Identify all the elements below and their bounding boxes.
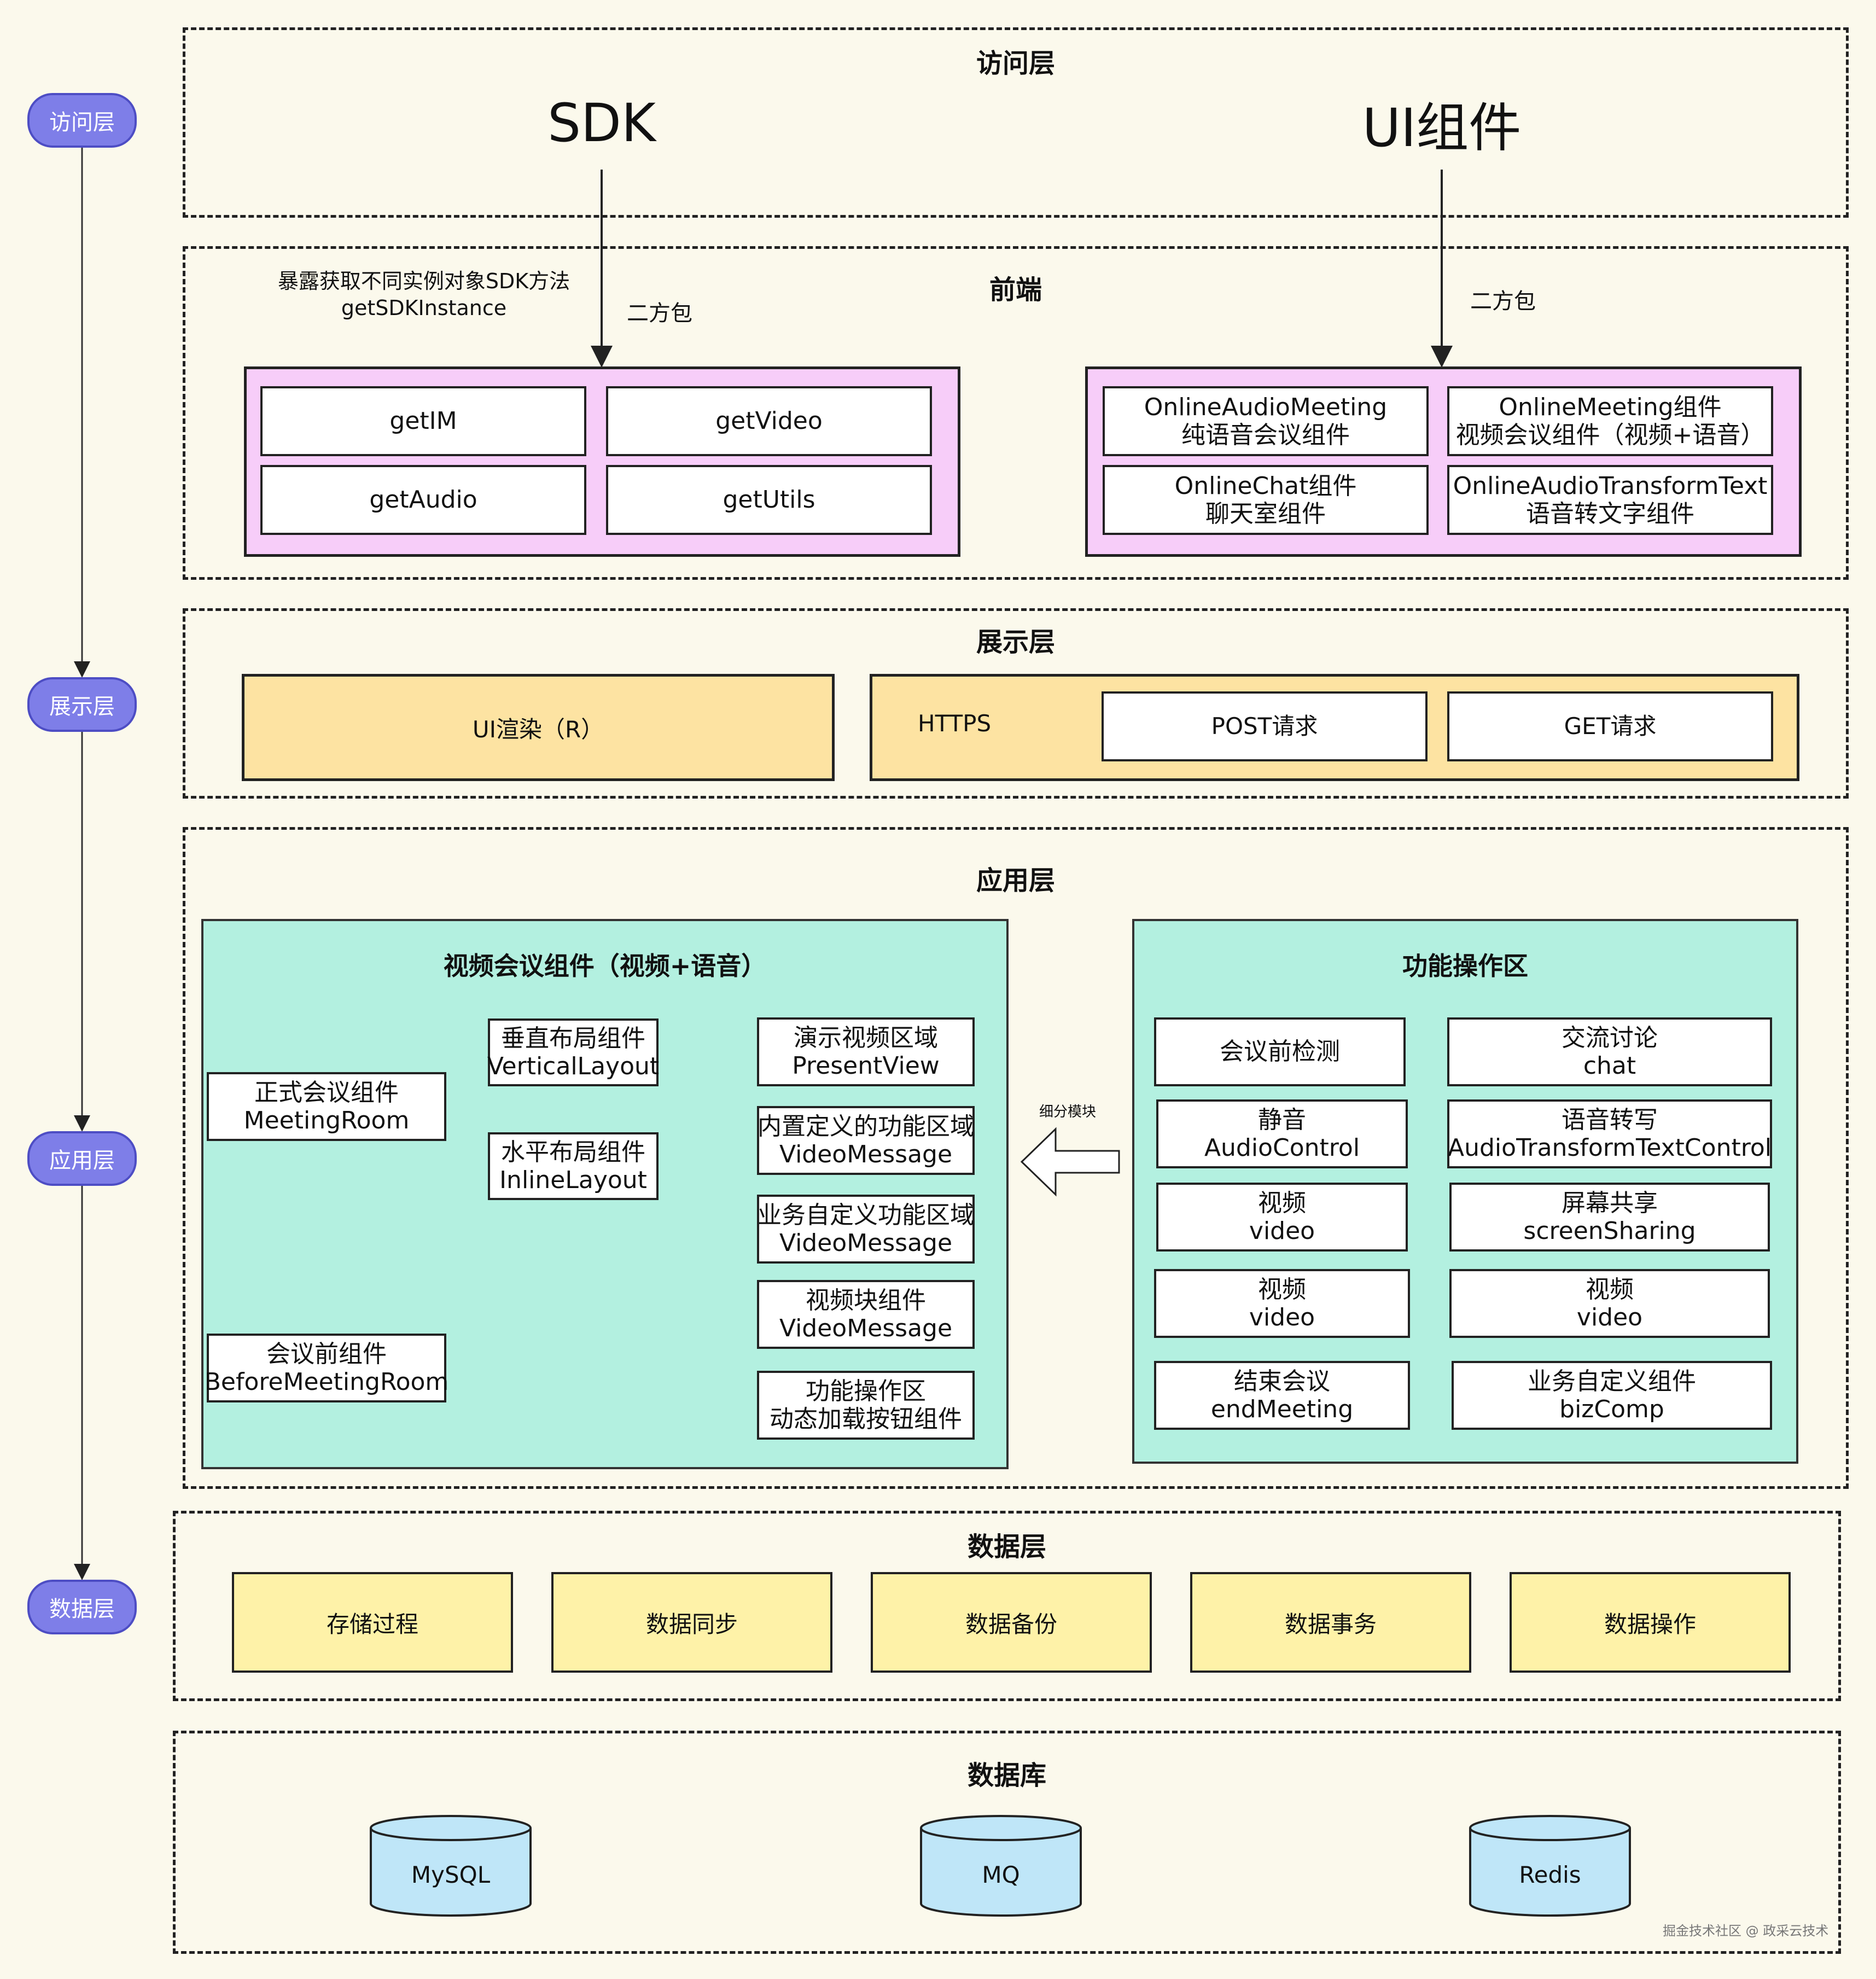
access-layer-region xyxy=(183,27,1849,218)
method-get-video: getVideo xyxy=(606,386,932,456)
sdk-note-line2: getSDKInstance xyxy=(341,296,507,321)
package-label-left: 二方包 xyxy=(627,301,692,326)
op-pre-meeting-check: 会议前检测 xyxy=(1154,1017,1406,1086)
package-label-right: 二方包 xyxy=(1470,289,1536,314)
presentation-layer-title: 展示层 xyxy=(976,627,1055,657)
ui-components-label: UI组件 xyxy=(1362,97,1522,159)
db-redis-label: Redis xyxy=(1519,1861,1581,1888)
sdk-label: SDK xyxy=(547,92,656,154)
redis-cylinder-icon xyxy=(1469,1815,1631,1917)
data-item-transaction: 数据事务 xyxy=(1190,1572,1471,1673)
watermark: 掘金技术社区 @ 政采云技术 xyxy=(1663,1923,1829,1939)
data-item-operation: 数据操作 xyxy=(1510,1572,1791,1673)
db-mq-label: MQ xyxy=(982,1861,1020,1888)
application-layer-region xyxy=(183,827,1849,1489)
get-request-box: GET请求 xyxy=(1447,691,1773,761)
method-get-im: getIM xyxy=(260,386,586,456)
db-mysql-label: MySQL xyxy=(411,1861,491,1888)
video-meeting-panel-title: 视频会议组件（视频+语音） xyxy=(443,951,767,981)
database-title: 数据库 xyxy=(967,1760,1046,1791)
data-item-sync: 数据同步 xyxy=(551,1572,832,1673)
subdivide-arrow xyxy=(1020,1127,1120,1197)
sdk-note-line1: 暴露获取不同实例对象SDK方法 xyxy=(277,269,570,293)
function-ops-panel-title: 功能操作区 xyxy=(1402,951,1528,981)
method-get-utils: getUtils xyxy=(606,465,932,535)
data-layer-region xyxy=(173,1511,1841,1701)
application-layer-title: 应用层 xyxy=(976,865,1055,896)
post-request-box: POST请求 xyxy=(1102,691,1428,761)
data-layer-title: 数据层 xyxy=(967,1532,1046,1562)
rail-pill-application: 应用层 xyxy=(27,1131,137,1186)
rail-pill-data: 数据层 xyxy=(27,1580,137,1634)
data-item-backup: 数据备份 xyxy=(871,1572,1152,1673)
ui-comp-online-chat: OnlineChat组件聊天室组件 xyxy=(1103,465,1429,535)
region-dynamic-buttons: 功能操作区动态加载按钮组件 xyxy=(757,1371,975,1440)
data-item-stored-procedure: 存储过程 xyxy=(232,1572,513,1673)
access-layer-title: 访问层 xyxy=(976,48,1055,79)
frontend-region xyxy=(183,246,1849,580)
subdivide-label: 细分模块 xyxy=(1039,1104,1097,1120)
presentation-layer-region xyxy=(183,608,1849,799)
rail-pill-presentation: 展示层 xyxy=(27,677,137,732)
mq-cylinder-icon xyxy=(920,1815,1082,1917)
method-get-audio: getAudio xyxy=(260,465,586,535)
ui-render-box: UI渲染（R） xyxy=(242,674,835,781)
mysql-cylinder-icon xyxy=(370,1815,532,1917)
frontend-title: 前端 xyxy=(989,275,1042,305)
sdk-instance-note: 暴露获取不同实例对象SDK方法 getSDKInstance xyxy=(235,268,613,322)
ui-comp-online-meeting: OnlineMeeting组件视频会议组件（视频+语音） xyxy=(1447,386,1773,456)
https-label: HTTPS xyxy=(918,710,992,737)
rail-pill-access: 访问层 xyxy=(27,93,137,148)
database-region xyxy=(173,1731,1841,1954)
